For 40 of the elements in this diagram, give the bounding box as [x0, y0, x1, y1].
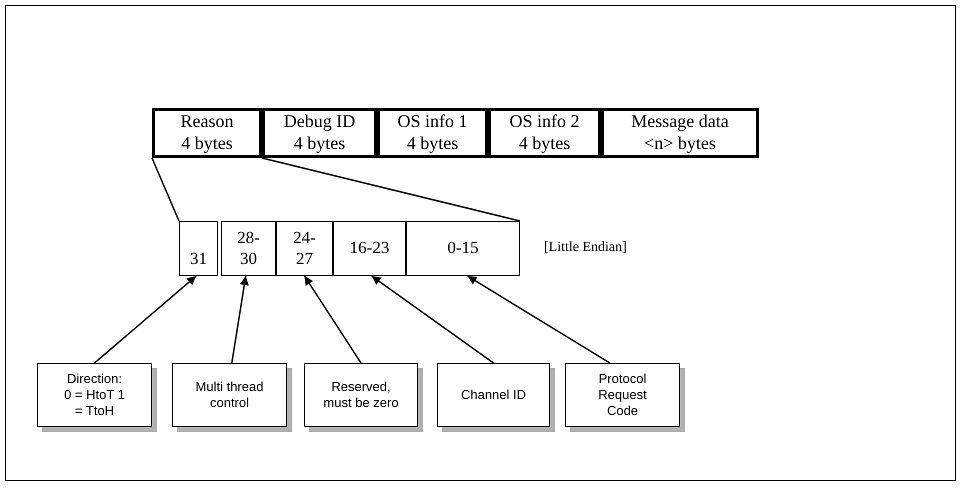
node-text: OS info 2 [508, 111, 580, 133]
node-text: OS info 1 [396, 111, 468, 133]
packet-field [377, 108, 488, 158]
expansion-line [151, 158, 180, 222]
arrow [94, 275, 197, 364]
node-text: Reason [180, 111, 234, 133]
note-text: [Little Endian] [544, 240, 627, 256]
node-text: 30 [239, 248, 258, 269]
node-text: Debug ID [282, 111, 356, 133]
node-text: 4 bytes [180, 133, 234, 155]
bit-field [221, 221, 276, 276]
arrow [467, 275, 610, 364]
node-text: Direction: 0 = HtoT 1 = TtoH [63, 370, 126, 420]
node-text: 16-23 [348, 238, 390, 259]
node-text: 4 bytes [518, 133, 572, 155]
node-text: 4 bytes [406, 133, 460, 155]
arrow [371, 275, 494, 364]
node-text: <n> bytes [643, 133, 717, 155]
node-text: Channel ID [460, 386, 528, 404]
arrow [304, 276, 362, 364]
node-text: Message data [630, 111, 730, 133]
bit-field [276, 221, 333, 276]
arrow [231, 276, 249, 364]
node-text: 27 [295, 248, 314, 269]
node-text: 0-15 [446, 238, 480, 259]
node-text: 24- [292, 228, 317, 248]
bit-field [406, 221, 520, 276]
node-text: Protocol Request Code [597, 370, 648, 420]
node-text: 28- [236, 228, 261, 248]
bit-field [333, 221, 406, 276]
packet-field [601, 108, 759, 158]
node-text: Multi thread control [194, 378, 264, 412]
bit-field [179, 221, 218, 276]
packet-field [488, 108, 601, 158]
node-text: 31 [189, 248, 208, 269]
packet-field [152, 108, 262, 158]
expansion-line [262, 157, 520, 222]
node-text: Reserved, must be zero [322, 378, 400, 412]
node-text: 4 bytes [292, 133, 346, 155]
packet-field [262, 108, 377, 158]
